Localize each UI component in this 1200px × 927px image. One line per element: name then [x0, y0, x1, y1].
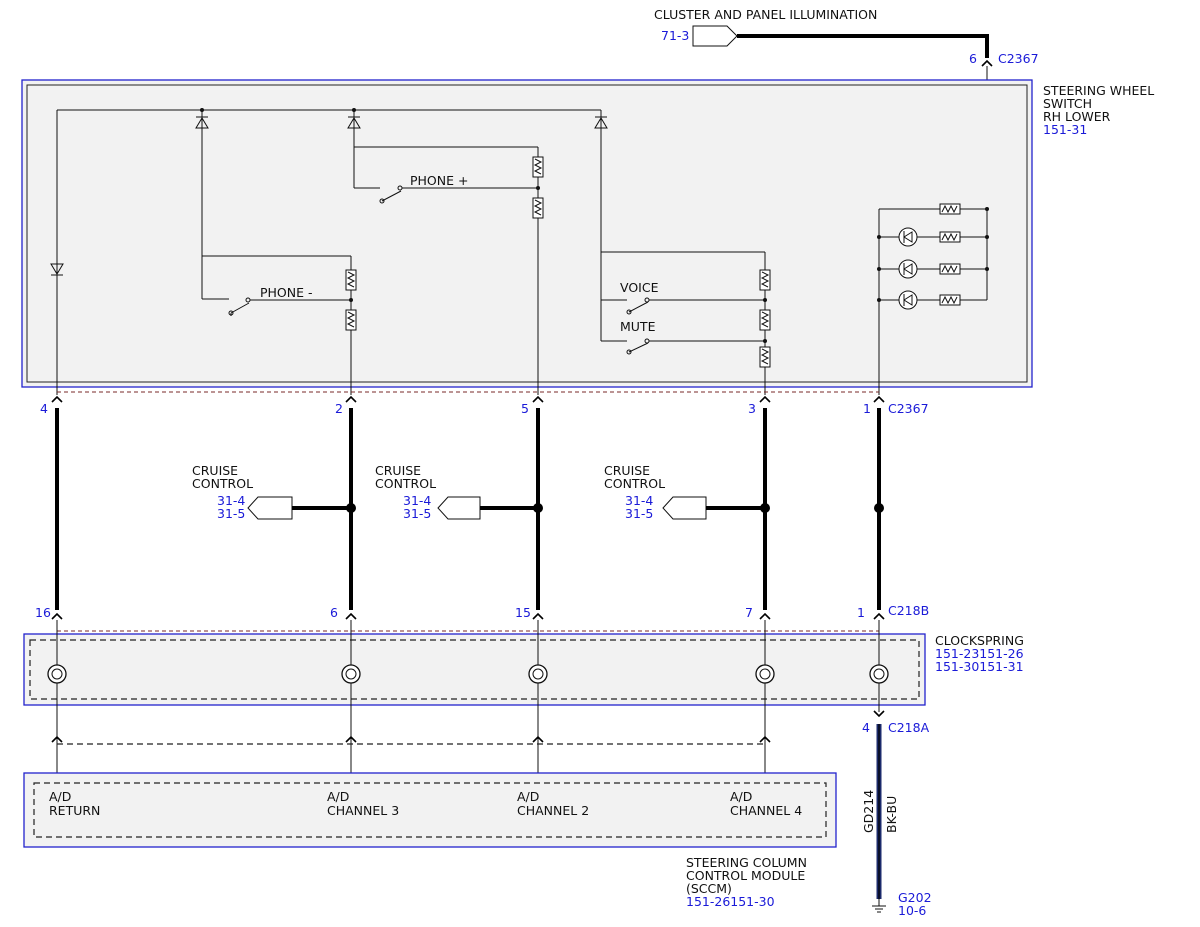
- wire-pin4-16: [51, 396, 63, 620]
- c2367-top-label: C2367: [998, 51, 1039, 66]
- led-row-3: [879, 290, 987, 310]
- sccm-input-1-l1: A/D: [49, 789, 71, 804]
- c2367-pin-3: 3: [748, 401, 756, 416]
- cruise-3-ref1: 31-4: [625, 493, 653, 508]
- c218b-pin-1: 1: [857, 605, 865, 620]
- c2367-bottom-label: C2367: [888, 401, 929, 416]
- ground-wire-color: BK-BU: [884, 796, 899, 833]
- cruise-connector-2: CRUISE CONTROL 31-4 31-5: [375, 463, 538, 521]
- sccm-box: [23, 772, 837, 848]
- cruise-1-ref2: 31-5: [217, 506, 245, 521]
- c2367-pin-4: 4: [40, 401, 48, 416]
- phone-minus-label: PHONE -: [260, 285, 313, 300]
- switch-name-1: STEERING WHEEL: [1043, 83, 1154, 98]
- clockspring-ref2[interactable]: 151-30151-31: [935, 659, 1024, 674]
- resistor-pp-1: [532, 156, 544, 178]
- cruise-connector-3: CRUISE CONTROL 31-4 31-5: [604, 463, 765, 521]
- resistor-vm-2: [759, 309, 771, 331]
- switch-name-3: RH LOWER: [1043, 109, 1111, 124]
- phone-minus-switch: [230, 302, 250, 314]
- clockspring-name: CLOCKSPRING: [935, 633, 1024, 648]
- c218a-terminal: [873, 710, 885, 718]
- sccm-input-2-l2: CHANNEL 3: [327, 803, 399, 818]
- sccm-name-3: (SCCM): [686, 881, 732, 896]
- resistor-pm-2: [345, 309, 357, 331]
- led-row-2: [879, 259, 987, 279]
- illumination-ref[interactable]: 71-3: [661, 28, 689, 43]
- sccm-input-3-l1: A/D: [517, 789, 539, 804]
- cruise-3-line2: CONTROL: [604, 476, 665, 491]
- c218a-pin: 4: [862, 720, 870, 735]
- sccm-input-4-l1: A/D: [730, 789, 752, 804]
- ground-circuit-id: GD214: [861, 790, 876, 833]
- cruise-1-ref1: 31-4: [217, 493, 245, 508]
- c2367-pin6-terminal: [981, 60, 993, 67]
- cruise-2-ref1: 31-4: [403, 493, 431, 508]
- c218b-pin-15: 15: [515, 605, 531, 620]
- sccm-input-1-l2: RETURN: [49, 803, 100, 818]
- c2367-pin-5: 5: [521, 401, 529, 416]
- sccm-name-1: STEERING COLUMN: [686, 855, 807, 870]
- voice-label: VOICE: [620, 280, 659, 295]
- sccm-input-2-l1: A/D: [327, 789, 349, 804]
- ground-ref[interactable]: 10-6: [898, 903, 926, 918]
- illumination-label: CLUSTER AND PANEL ILLUMINATION: [654, 7, 877, 22]
- mute-label: MUTE: [620, 319, 656, 334]
- clockspring-ref1[interactable]: 151-23151-26: [935, 646, 1024, 661]
- c218b-pin-16: 16: [35, 605, 51, 620]
- diode-return: [50, 263, 64, 276]
- illumination-connector-shape: [692, 25, 738, 47]
- c218b-pin-6: 6: [330, 605, 338, 620]
- cruise-3-ref2: 31-5: [625, 506, 653, 521]
- resistor-vm-3: [759, 346, 771, 368]
- cruise-2-line2: CONTROL: [375, 476, 436, 491]
- sccm-name-2: CONTROL MODULE: [686, 868, 805, 883]
- cruise-3-line1: CRUISE: [604, 463, 650, 478]
- c2367-pin-2: 2: [335, 401, 343, 416]
- splice-4: [874, 503, 884, 513]
- cruise-1-line1: CRUISE: [192, 463, 238, 478]
- cruise-1-line2: CONTROL: [192, 476, 253, 491]
- cruise-connector-1: CRUISE CONTROL 31-4 31-5: [192, 463, 351, 521]
- ground-name: G202: [898, 890, 932, 905]
- c218a-label: C218A: [888, 720, 930, 735]
- cruise-2-ref2: 31-5: [403, 506, 431, 521]
- resistor-vm-1: [759, 269, 771, 291]
- cruise-2-line1: CRUISE: [375, 463, 421, 478]
- switch-name-2: SWITCH: [1043, 96, 1092, 111]
- c218b-pin-7: 7: [745, 605, 753, 620]
- resistor-illum-1: [939, 203, 961, 215]
- c2367-pin-1: 1: [863, 401, 871, 416]
- switch-ref[interactable]: 151-31: [1043, 122, 1087, 137]
- ground-icon: [872, 899, 886, 913]
- sccm-terminals: [51, 736, 771, 743]
- led-row-1: [879, 227, 987, 247]
- c218b-label: C218B: [888, 603, 929, 618]
- voice-switch: [628, 301, 649, 313]
- mute-switch: [628, 342, 649, 353]
- clockspring-coils: [47, 664, 889, 684]
- sccm-input-3-l2: CHANNEL 2: [517, 803, 589, 818]
- resistor-pp-2: [532, 197, 544, 219]
- phone-plus-label: PHONE +: [410, 173, 468, 188]
- resistor-pm-1: [345, 269, 357, 291]
- sccm-ref[interactable]: 151-26151-30: [686, 894, 775, 909]
- sccm-input-4-l2: CHANNEL 4: [730, 803, 802, 818]
- c2367-pin6-number: 6: [969, 51, 977, 66]
- illumination-wire: [737, 34, 989, 58]
- phone-plus-switch: [381, 190, 402, 202]
- clockspring-box: [23, 633, 926, 706]
